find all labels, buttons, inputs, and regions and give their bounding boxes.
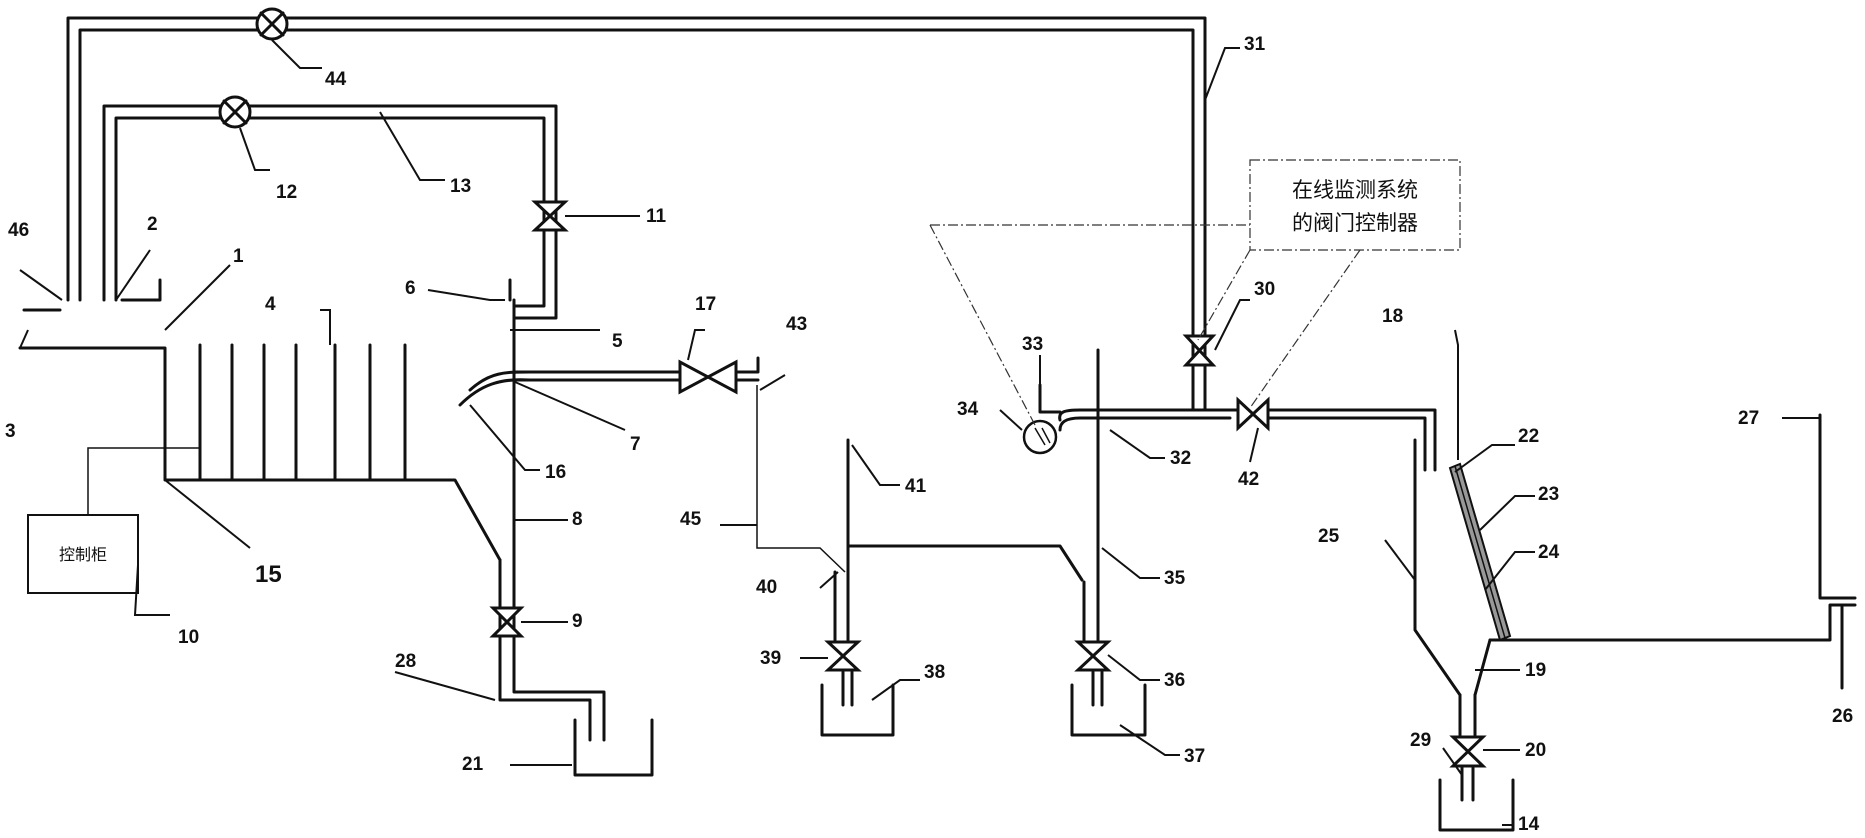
electrode-plates-4	[198, 343, 407, 482]
vessel-41	[833, 438, 1084, 707]
valve-20-icon[interactable]	[1449, 735, 1487, 768]
leader-lines	[19, 39, 1820, 826]
connection-line-45	[756, 385, 846, 573]
valve-11-icon[interactable]	[531, 200, 569, 232]
label-32: 32	[1170, 448, 1191, 469]
label-12: 12	[276, 182, 297, 203]
label-7: 7	[630, 434, 641, 455]
label-44: 44	[325, 69, 347, 90]
label-6: 6	[405, 278, 416, 299]
valve-controller-box: 在线监测系统 的阀门控制器	[929, 159, 1461, 426]
label-17: 17	[695, 294, 716, 315]
label-45: 45	[680, 509, 702, 530]
label-26: 26	[1832, 706, 1853, 727]
label-8: 8	[572, 509, 583, 530]
sensor-probe-34	[1022, 419, 1058, 455]
label-1: 1	[233, 246, 244, 267]
label-41: 41	[905, 476, 927, 497]
valve-9-icon[interactable]	[489, 606, 525, 638]
label-2: 2	[147, 214, 158, 235]
vessel-35	[1082, 348, 1104, 707]
collection-tank-37	[1070, 683, 1147, 737]
label-30: 30	[1254, 279, 1275, 300]
valve-42-icon[interactable]	[1236, 396, 1270, 432]
reference-numbers: 3 46 2 1 4 15 10 44 12 13 11 6 5 7 16 8 …	[5, 34, 1853, 835]
valve-30-icon[interactable]	[1182, 334, 1217, 367]
valve-controller-label-line1: 在线监测系统	[1292, 178, 1418, 202]
label-36: 36	[1164, 670, 1185, 691]
label-21: 21	[462, 754, 484, 775]
collection-tank-38	[820, 683, 895, 737]
valve-controller-label-line2: 的阀门控制器	[1292, 211, 1418, 235]
drain-pipe-8	[498, 558, 606, 742]
valve-39-icon[interactable]	[824, 640, 862, 672]
label-5: 5	[612, 331, 623, 352]
label-28: 28	[395, 651, 416, 672]
label-43: 43	[786, 314, 807, 335]
label-18: 18	[1382, 306, 1403, 327]
label-38: 38	[924, 662, 945, 683]
label-19: 19	[1525, 660, 1546, 681]
label-39: 39	[760, 648, 781, 669]
valve-36-icon[interactable]	[1074, 640, 1112, 672]
label-34: 34	[957, 399, 979, 420]
label-35: 35	[1164, 568, 1186, 589]
pump-12-icon	[218, 95, 252, 129]
label-3: 3	[5, 421, 16, 442]
label-25: 25	[1318, 526, 1340, 547]
inner-return-pipe	[102, 104, 558, 320]
label-40: 40	[756, 577, 777, 598]
label-29: 29	[1410, 730, 1431, 751]
valve-17-icon[interactable]	[678, 359, 738, 395]
label-31: 31	[1244, 34, 1266, 55]
control-cabinet-label: 控制柜	[59, 545, 107, 564]
label-11: 11	[646, 206, 667, 227]
outer-return-pipe	[66, 16, 1207, 412]
label-46: 46	[8, 220, 29, 241]
control-cabinet: 控制柜	[27, 447, 200, 594]
label-15: 15	[255, 561, 282, 588]
label-37: 37	[1184, 746, 1205, 767]
collection-tank-21	[573, 718, 654, 777]
inclined-plate-22	[1448, 462, 1512, 642]
label-42: 42	[1238, 469, 1259, 490]
sampling-pipe-32	[1038, 378, 1437, 472]
label-13: 13	[450, 176, 471, 197]
label-23: 23	[1538, 484, 1559, 505]
label-9: 9	[572, 611, 583, 632]
label-27: 27	[1738, 408, 1759, 429]
settling-tank-25	[1413, 413, 1857, 802]
label-22: 22	[1518, 426, 1539, 447]
collection-tank-14	[1438, 778, 1515, 832]
label-14: 14	[1518, 814, 1540, 835]
label-24: 24	[1538, 542, 1560, 563]
label-33: 33	[1022, 334, 1043, 355]
label-20: 20	[1525, 740, 1546, 761]
pump-44-icon	[255, 7, 289, 41]
label-4: 4	[265, 294, 276, 315]
label-16: 16	[545, 462, 566, 483]
label-10: 10	[178, 627, 199, 648]
